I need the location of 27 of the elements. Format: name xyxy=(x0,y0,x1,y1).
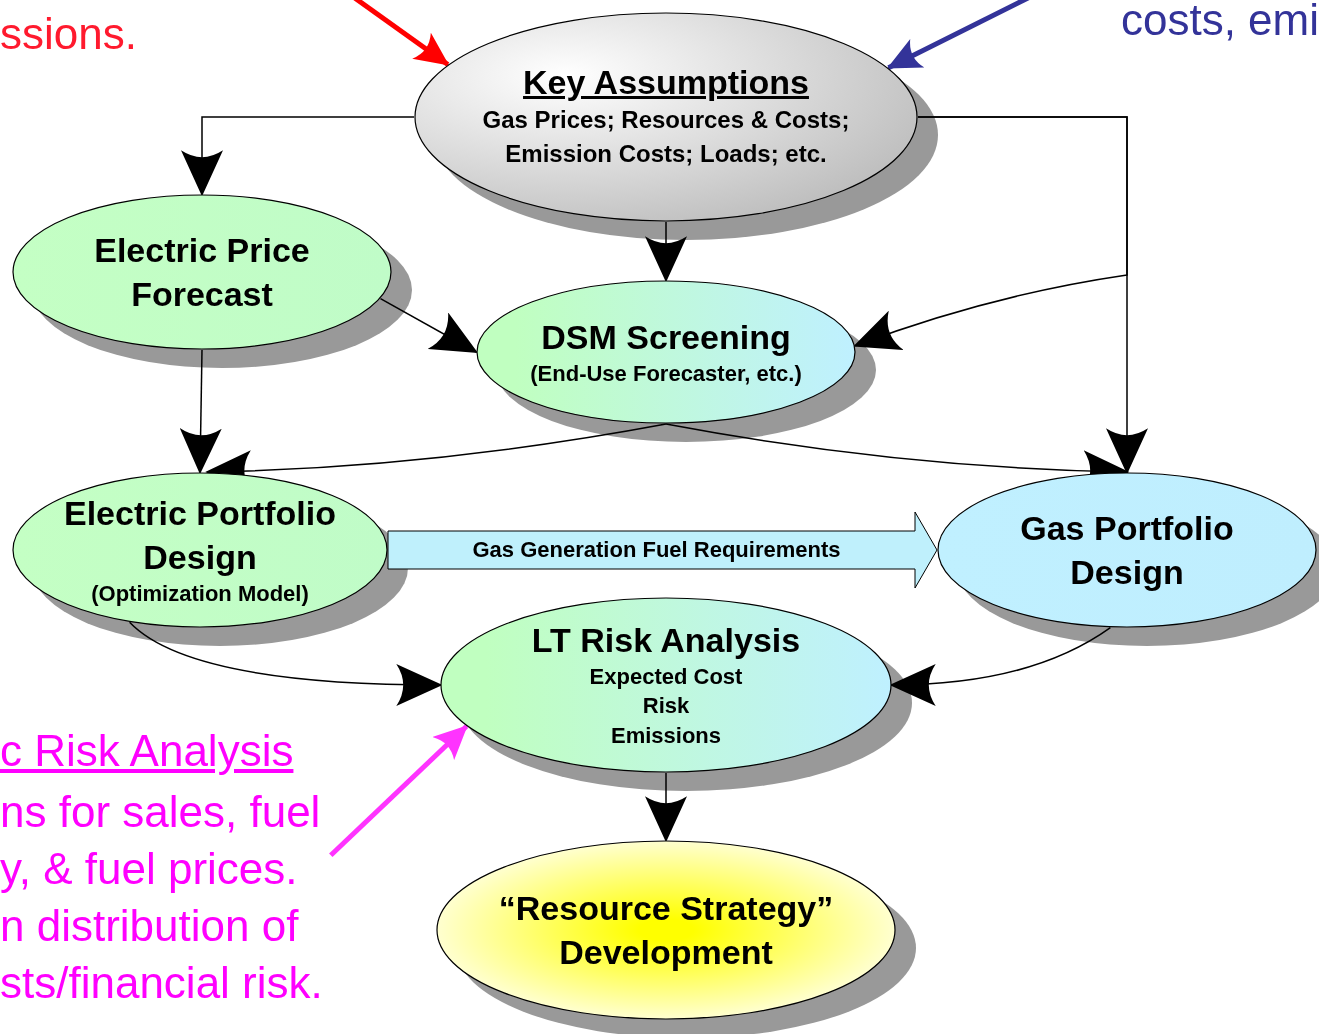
item-text: Expected Cost xyxy=(589,662,743,691)
note-text: y, & fuel prices. xyxy=(0,842,298,895)
title-text: “Resource Strategy” Development xyxy=(497,887,835,973)
title-text: LT Risk Analysis xyxy=(531,620,801,662)
subtitle-text: (Optimization Model) xyxy=(91,580,309,609)
title-text: DSM Screening xyxy=(541,317,791,359)
note-text: costs, emi xyxy=(1120,0,1319,45)
body-text: Gas Prices; Resources & Costs; Emission Costs; Loads; etc. xyxy=(481,104,851,170)
portfolio-ellipse xyxy=(12,472,388,628)
risk-analysis-ellipse xyxy=(440,597,892,773)
title-text: Electric Portfolio Design xyxy=(62,492,338,579)
item-text: Emissions xyxy=(610,722,721,751)
note-text: ssions. xyxy=(0,10,137,59)
note-text: ns for sales, fuel xyxy=(0,785,321,838)
title-text: Gas Portfolio Design xyxy=(1019,507,1235,593)
note-text: n distribution of xyxy=(0,899,299,952)
note-text: sts/financial risk. xyxy=(0,957,323,1010)
portfolio-ellipse xyxy=(937,472,1317,628)
assumptions-ellipse xyxy=(414,12,918,222)
strategy-ellipse xyxy=(436,840,896,1020)
screening-ellipse xyxy=(476,280,856,424)
forecast-ellipse xyxy=(12,194,392,350)
item-text: Risk xyxy=(642,692,690,721)
title-text: Electric Price Forecast xyxy=(93,229,311,315)
subtitle-text: (End-Use Forecaster, etc.) xyxy=(530,360,802,389)
title-text: Key Assumptions xyxy=(523,61,809,103)
heading-text: c Risk Analysis xyxy=(0,724,294,777)
